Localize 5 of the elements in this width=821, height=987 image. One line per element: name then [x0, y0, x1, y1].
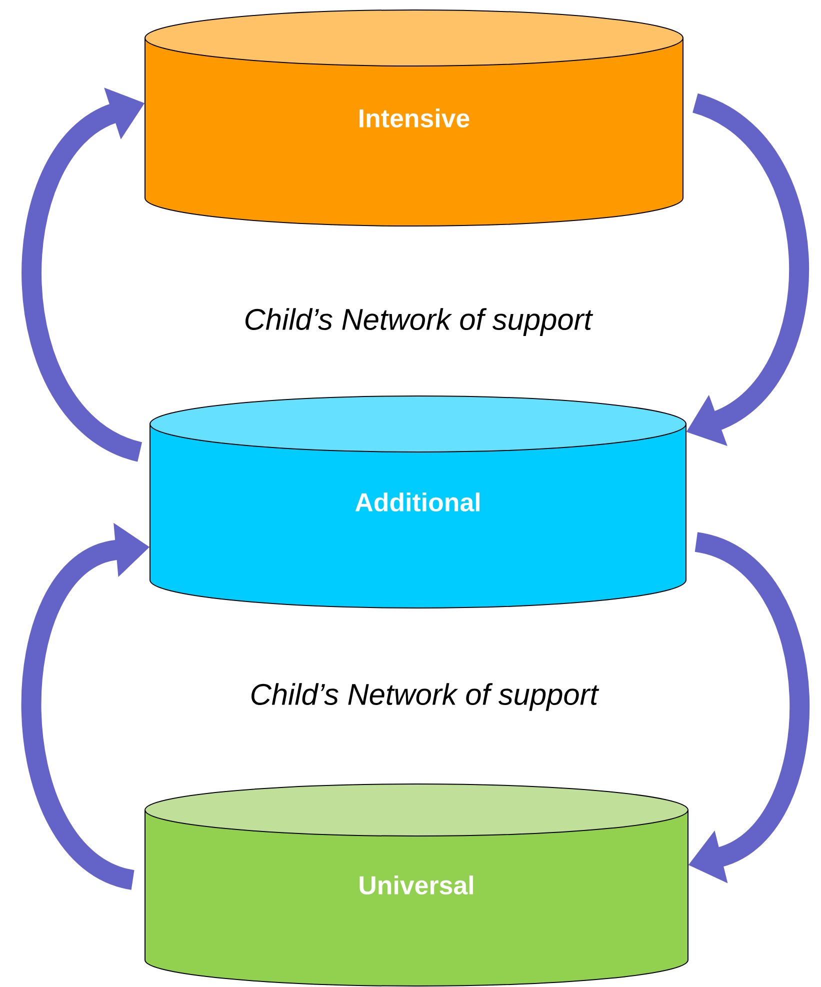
- cylinder: Intensive: [144, 10, 684, 226]
- cylinder: Universal: [144, 784, 688, 986]
- caption-text: Child’s Network of support: [246, 308, 594, 336]
- cylinder: Additional: [150, 396, 686, 608]
- caption-text: Child’s Network of support: [252, 683, 600, 711]
